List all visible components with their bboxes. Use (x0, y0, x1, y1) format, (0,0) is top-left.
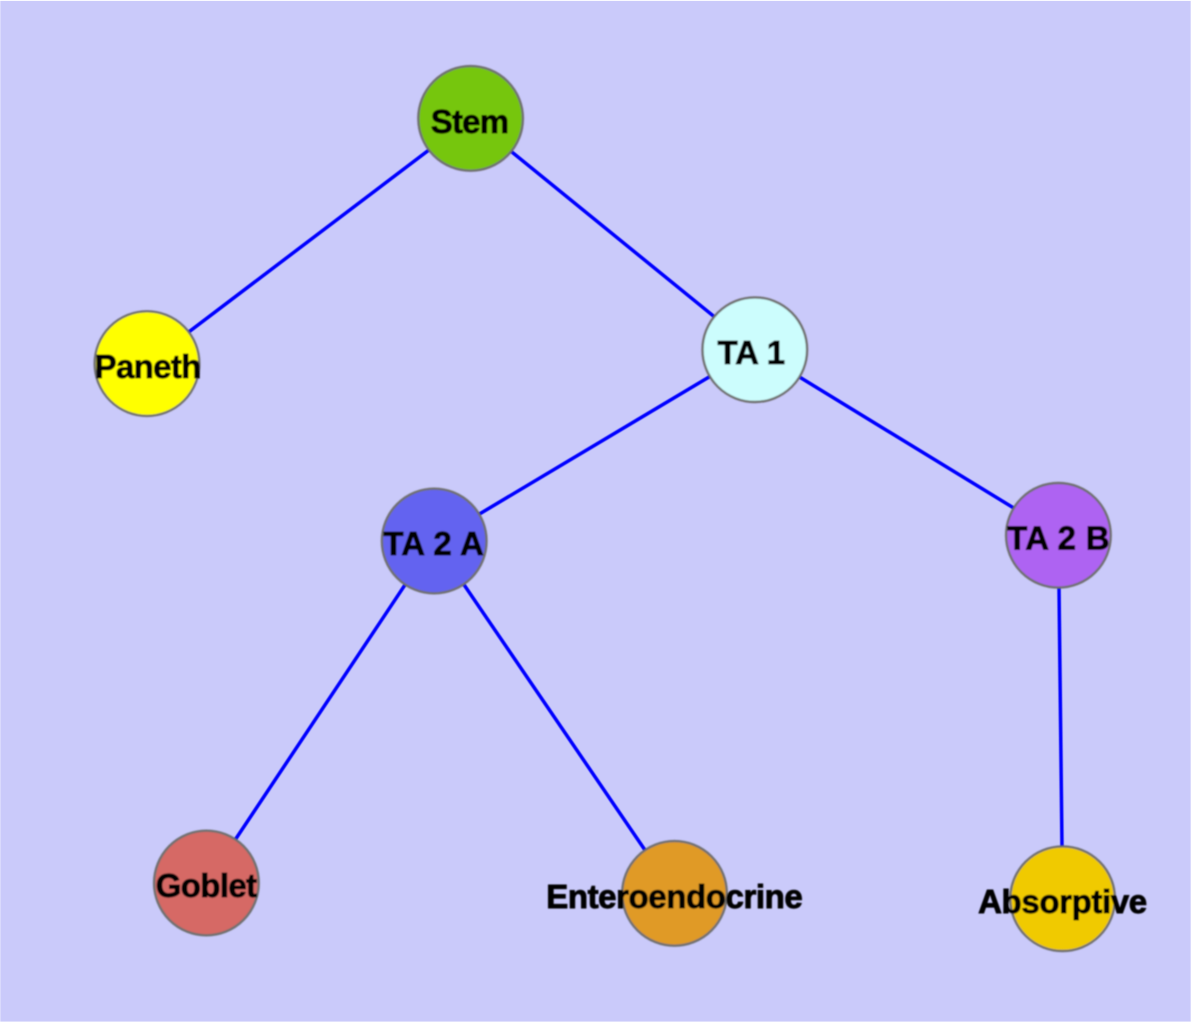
svg-text:Absorptive: Absorptive (978, 883, 1147, 920)
svg-text:TA 1: TA 1 (718, 334, 786, 371)
svg-text:Goblet: Goblet (156, 867, 257, 904)
svg-text:TA 2 A: TA 2 A (383, 525, 484, 562)
svg-text:Stem: Stem (431, 103, 509, 140)
svg-text:TA 2 B: TA 2 B (1007, 519, 1110, 556)
svg-text:Paneth: Paneth (95, 348, 202, 385)
svg-text:Enteroendocrine: Enteroendocrine (546, 878, 803, 915)
